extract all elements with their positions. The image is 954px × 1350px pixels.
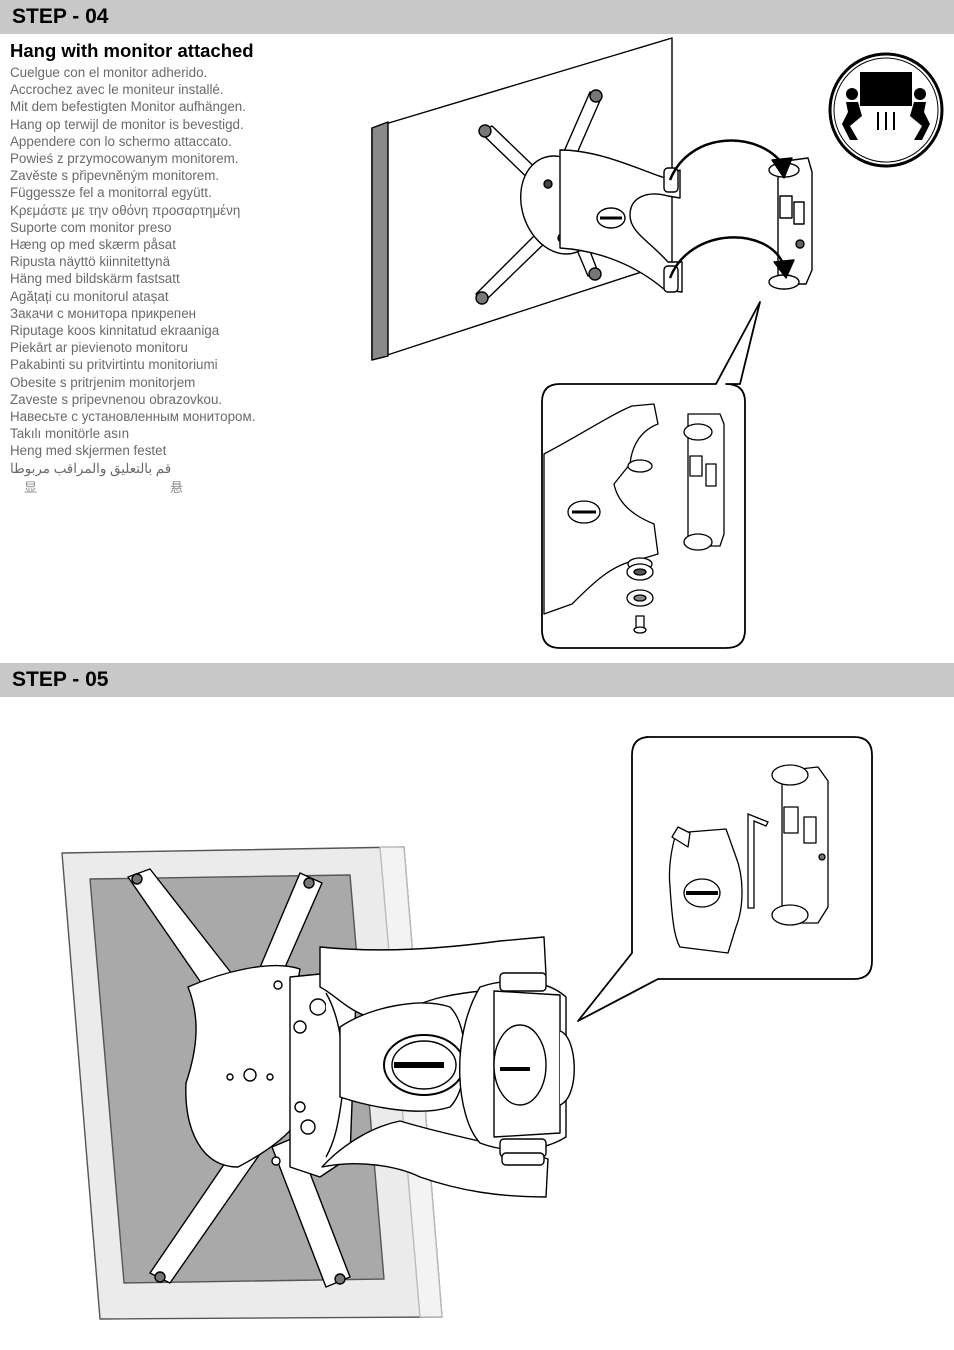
translation-item: Piekārt ar pievienoto monitoru [10, 340, 188, 356]
translation-list: Cuelgue con el monitor adherido. Accroch… [10, 64, 255, 477]
step-04-label: STEP - 04 [12, 5, 109, 28]
translation-item: Κρεμάστε με την οθόνη προσαρτημένη [10, 202, 241, 218]
monitor-on-arm-illustration [61, 736, 873, 1320]
translation-item: Pakabinti su pritvirtintu monitoriumi [10, 357, 218, 373]
hinge-bracket-detail-illustration [543, 403, 725, 634]
translation-item: Mit dem befestigten Monitor aufhängen. [10, 99, 246, 115]
translation-item: Riputage koos kinnitatud ekraaniga [10, 323, 220, 339]
translation-item: Accrochez avec le moniteur installé. [10, 82, 224, 98]
translation-item: Heng med skjermen festet [10, 443, 167, 459]
step-04-header: STEP - 04 [0, 0, 954, 34]
two-person-lift-warning-icon [828, 52, 944, 168]
translation-item: Agățați cu monitorul atașat [10, 288, 169, 304]
step-04-title: Hang with monitor attached [10, 40, 254, 61]
translation-item: قم بالتعليق والمراقب مربوطا [10, 460, 172, 476]
translation-item: Cuelgue con el monitor adherido. [10, 65, 208, 80]
translation-item: Zaveste s pripevnenou obrazovkou. [10, 391, 223, 407]
translation-item: Appendere con lo schermo attaccato. [10, 133, 232, 149]
hinge-tighten-detail-illustration [668, 764, 829, 954]
translation-item: Zavěste s připevněným monitorem. [10, 168, 220, 184]
step-05-label: STEP - 05 [12, 668, 109, 691]
allen-key-icon [747, 813, 769, 909]
cjk-glyph-left: 显 [24, 481, 38, 496]
wall-plate-with-monitor-illustration [371, 37, 813, 649]
translation-item: Takılı monitörle asın [10, 426, 130, 442]
translation-item: Hæng op med skærm påsat [10, 237, 176, 253]
step-05-header: STEP - 05 [0, 663, 954, 697]
translation-item: Függessze fel a monitorral együtt. [10, 185, 212, 201]
translation-item: Suporte com monitor preso [10, 219, 172, 235]
translation-item: Obesite s pritrjenim monitorjem [10, 374, 196, 390]
translation-item: Навесьте с установленным монитором. [10, 409, 256, 425]
translation-item: Powieś z przymocowanym monitorem. [10, 151, 239, 167]
translation-item: Ripusta näyttö kiinnitettynä [10, 254, 171, 270]
translation-item: Закачи с монитора прикрепен [10, 305, 197, 321]
translation-item: Hang op terwijl de monitor is bevestigd. [10, 116, 244, 132]
translation-item: Häng med bildskärm fastsatt [10, 271, 180, 287]
cjk-glyph-right: 悬 [170, 481, 184, 496]
